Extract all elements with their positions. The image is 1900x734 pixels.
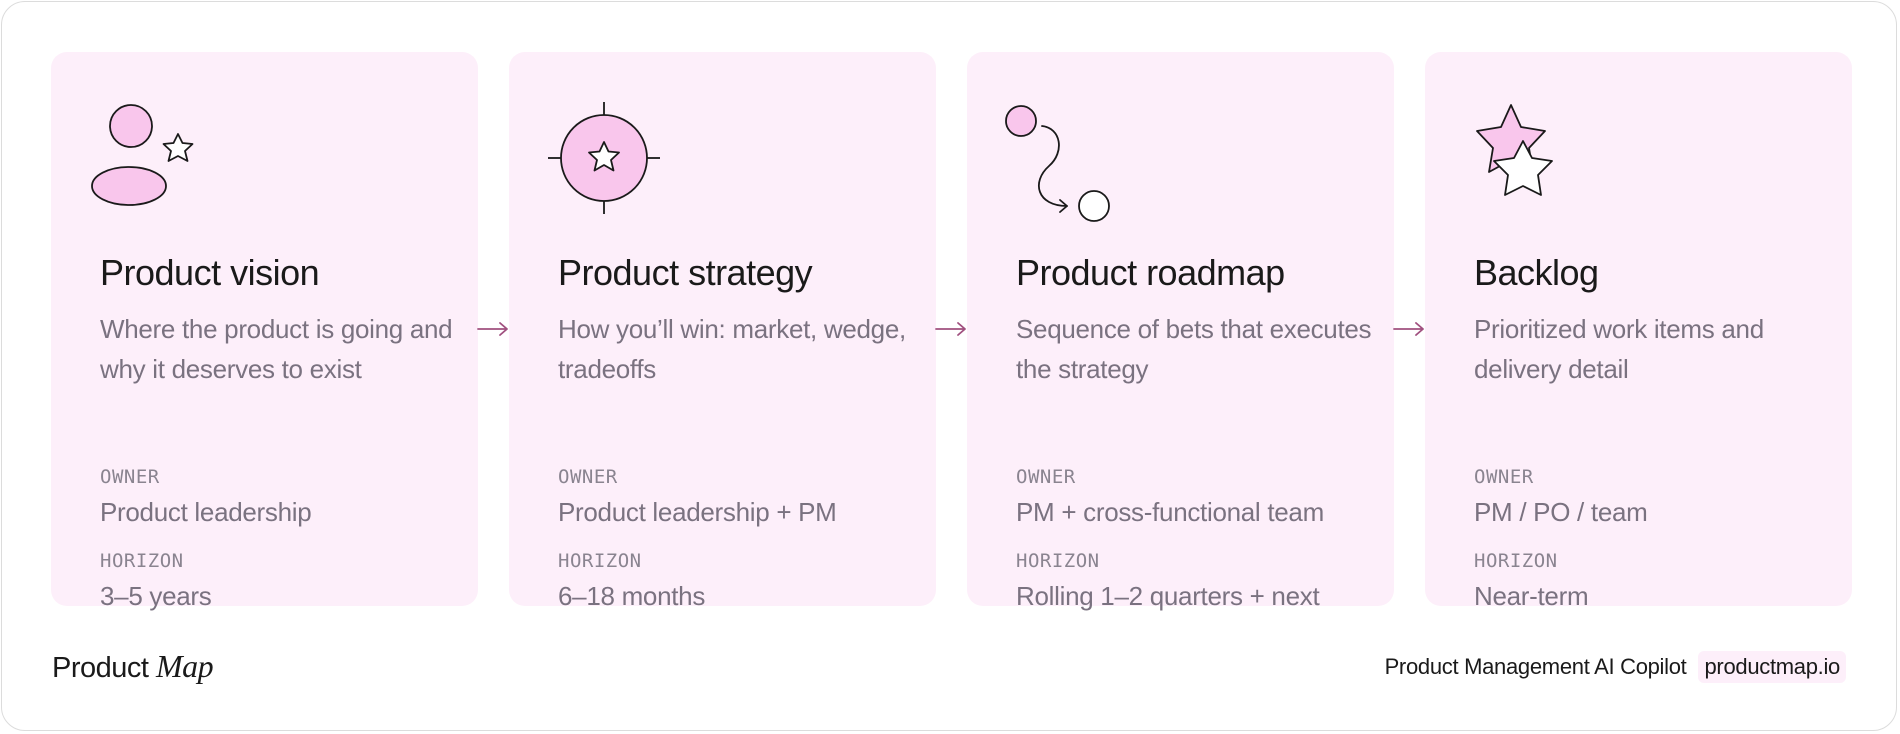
card-product-strategy: Product strategy How you’ll win: market,… xyxy=(509,52,936,611)
brand-italic: Map xyxy=(156,648,214,684)
card-description: Sequence of bets that executes the strat… xyxy=(1016,314,1372,384)
arrow-right-icon xyxy=(1393,322,1424,336)
card-title: Product strategy xyxy=(558,252,813,293)
brand-logo: Product Map xyxy=(52,648,214,685)
target-star-icon xyxy=(548,102,660,214)
owner-value: Product leadership + PM xyxy=(558,497,837,527)
horizon-value: Near-term xyxy=(1474,581,1589,611)
arrow-right-icon xyxy=(477,322,508,336)
card-product-roadmap: Product roadmap Sequence of bets that ex… xyxy=(967,52,1394,611)
card-title: Backlog xyxy=(1474,252,1599,293)
card-backlog: Backlog Prioritized work items and deliv… xyxy=(1425,52,1852,611)
horizon-value: 6–18 months xyxy=(558,581,706,611)
horizon-label: HORIZON xyxy=(558,550,642,572)
brand-regular: Product xyxy=(52,652,149,684)
card-product-vision: Product vision Where the product is goin… xyxy=(51,52,478,611)
card-description: Prioritized work items and delivery deta… xyxy=(1474,314,1764,384)
horizon-value: 3–5 years xyxy=(100,581,212,611)
owner-value: PM + cross-functional team xyxy=(1016,497,1324,527)
route-icon xyxy=(1005,105,1110,222)
horizon-value: Rolling 1–2 quarters + next xyxy=(1016,581,1320,611)
horizon-label: HORIZON xyxy=(100,550,184,572)
tagline: Product Management AI Copilot xyxy=(1384,654,1687,679)
card-title: Product roadmap xyxy=(1016,252,1285,293)
owner-label: OWNER xyxy=(1474,466,1534,488)
horizon-label: HORIZON xyxy=(1474,550,1558,572)
footer-right: Product Management AI Copilot productmap… xyxy=(1385,651,1846,683)
card-description: How you’ll win: market, wedge, tradeoffs xyxy=(558,314,906,384)
card-title: Product vision xyxy=(100,252,320,293)
owner-label: OWNER xyxy=(100,466,160,488)
owner-label: OWNER xyxy=(558,466,618,488)
owner-value: PM / PO / team xyxy=(1474,497,1648,527)
owner-label: OWNER xyxy=(1016,466,1076,488)
owner-value: Product leadership xyxy=(100,497,312,527)
site-link[interactable]: productmap.io xyxy=(1698,651,1846,683)
stars-icon xyxy=(1476,104,1553,196)
person-star-icon xyxy=(91,104,194,206)
arrow-right-icon xyxy=(935,322,966,336)
horizon-label: HORIZON xyxy=(1016,550,1100,572)
card-description: Where the product is going and why it de… xyxy=(100,314,453,384)
